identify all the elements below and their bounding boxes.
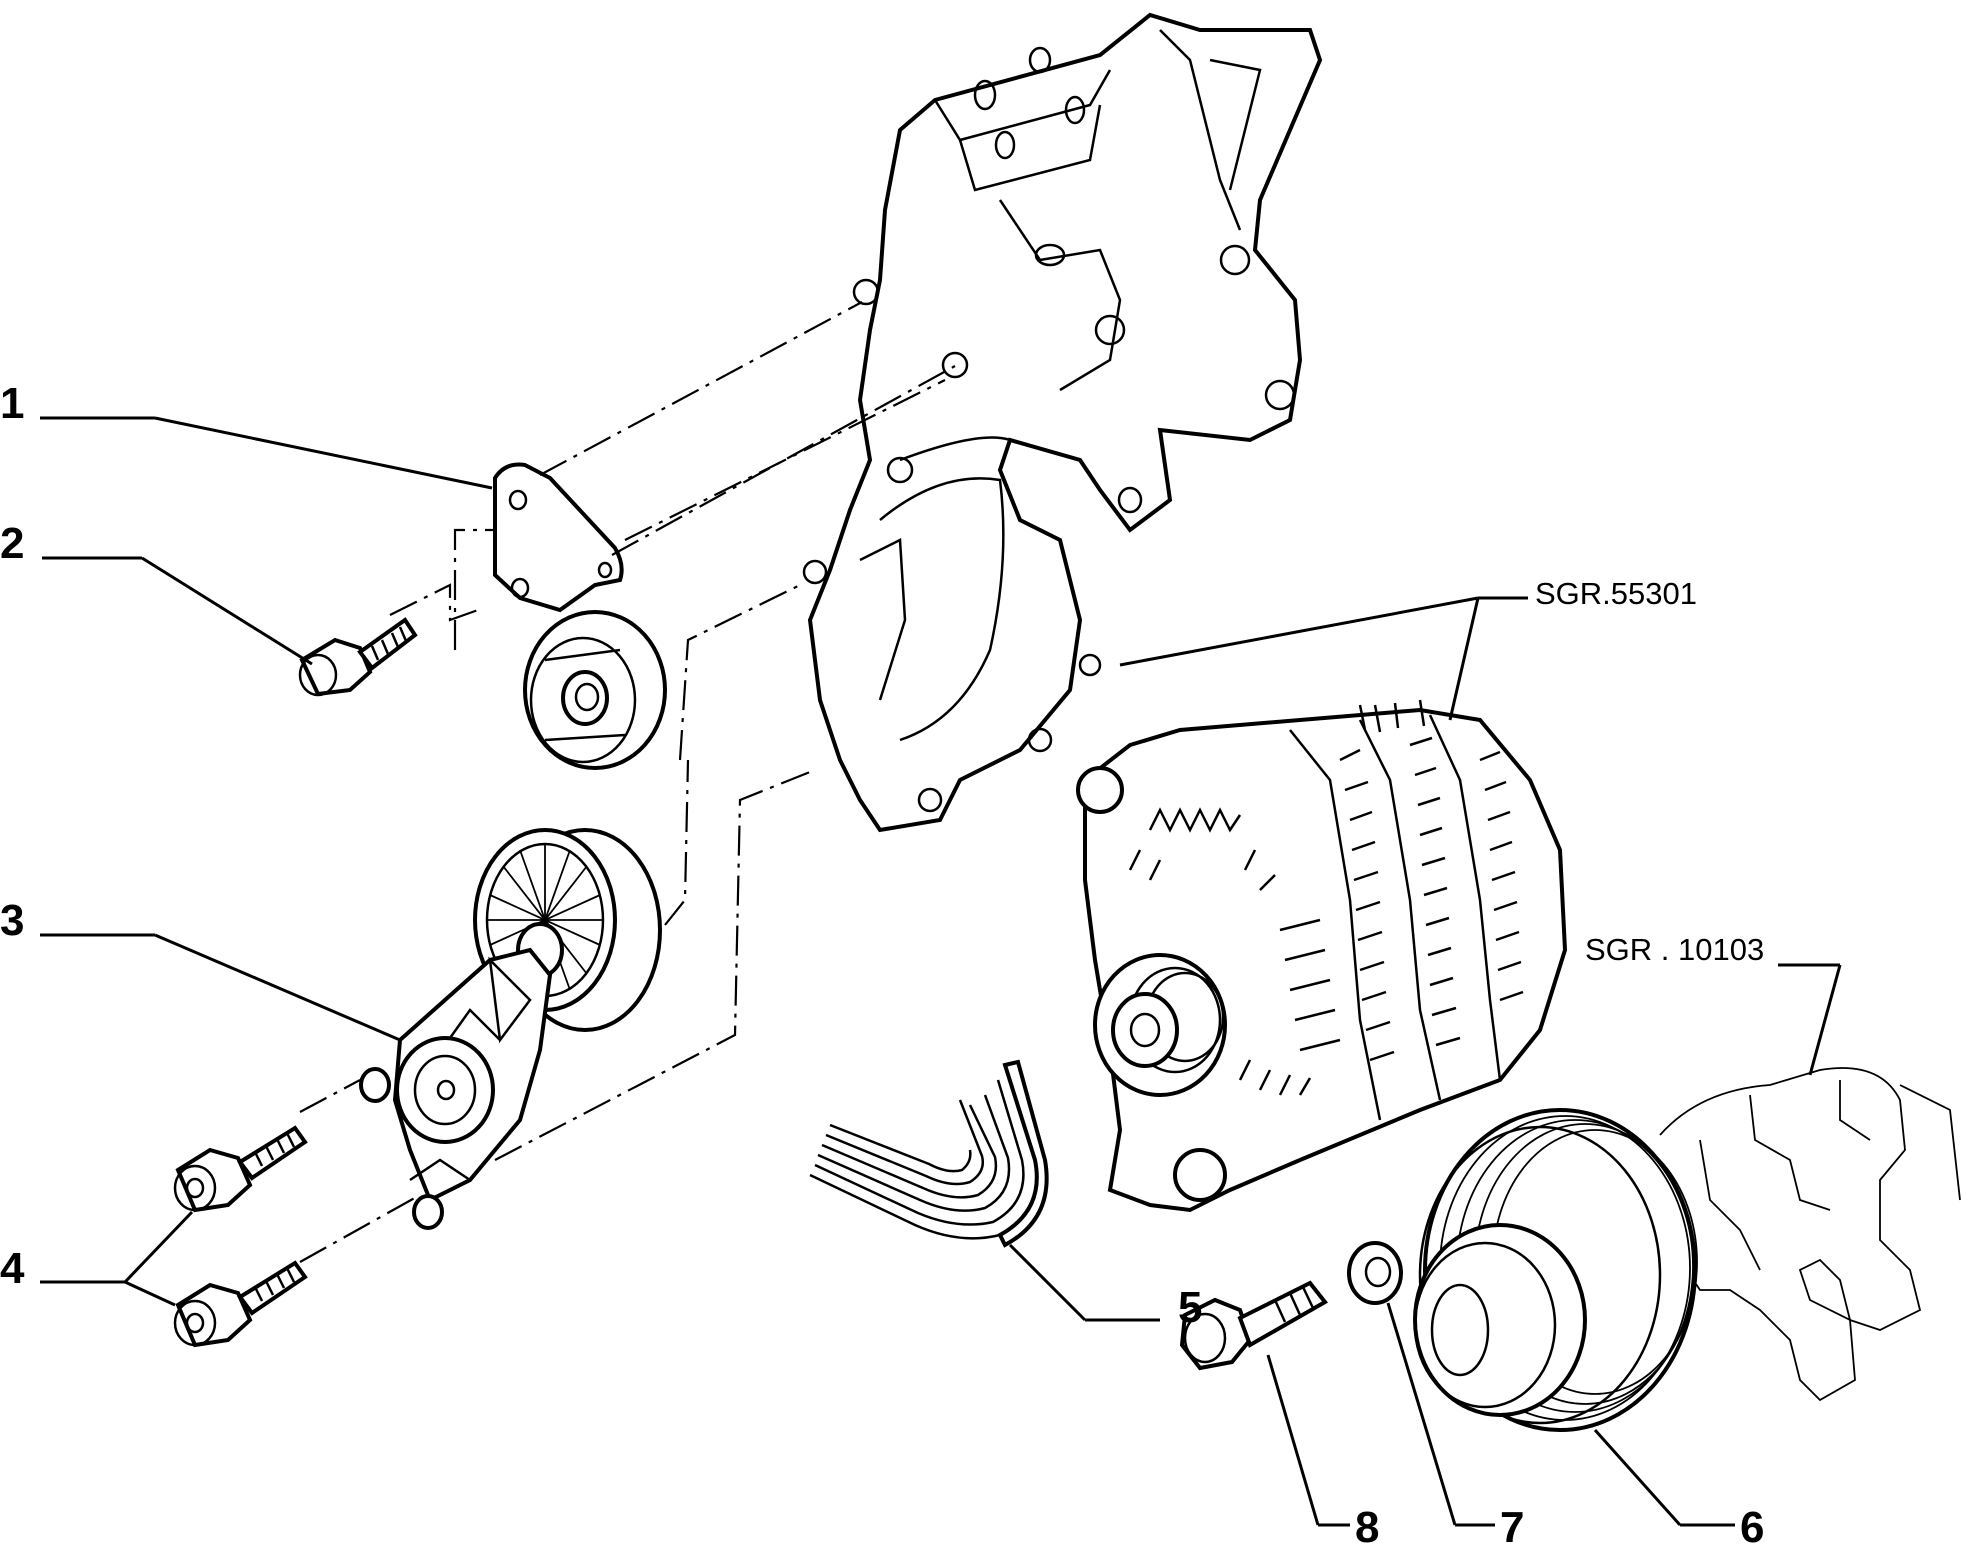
callout-7: 7 bbox=[1500, 1503, 1524, 1543]
mounting-bracket bbox=[802, 12, 1323, 833]
callout-5: 5 bbox=[1178, 1283, 1202, 1332]
alternator bbox=[1076, 699, 1568, 1213]
leader-lines bbox=[40, 416, 1842, 1527]
callout-3: 3 bbox=[0, 896, 24, 945]
callout-8: 8 bbox=[1355, 1503, 1379, 1543]
pulley-bolt bbox=[1179, 1280, 1329, 1371]
alignment-lines bbox=[299, 301, 956, 1263]
callout-6: 6 bbox=[1740, 1503, 1764, 1543]
callout-4: 4 bbox=[0, 1244, 25, 1293]
callout-2: 2 bbox=[0, 519, 24, 568]
crankshaft-pulley bbox=[1413, 1108, 1698, 1432]
tensioner-fixing-bolts bbox=[173, 1125, 308, 1348]
poly-v-belt bbox=[809, 1059, 1049, 1248]
plate-fixing-bolt bbox=[298, 617, 418, 697]
belt-tensioner-assembly bbox=[359, 828, 662, 1230]
crankshaft bbox=[1659, 1067, 1961, 1402]
washer bbox=[1347, 1241, 1403, 1305]
callout-1: 1 bbox=[0, 379, 24, 428]
reference-label-crankshaft: SGR . 10103 bbox=[1585, 932, 1764, 967]
tensioner-mounting-plate bbox=[493, 462, 667, 770]
reference-label-alternator: SGR.55301 bbox=[1535, 576, 1697, 611]
